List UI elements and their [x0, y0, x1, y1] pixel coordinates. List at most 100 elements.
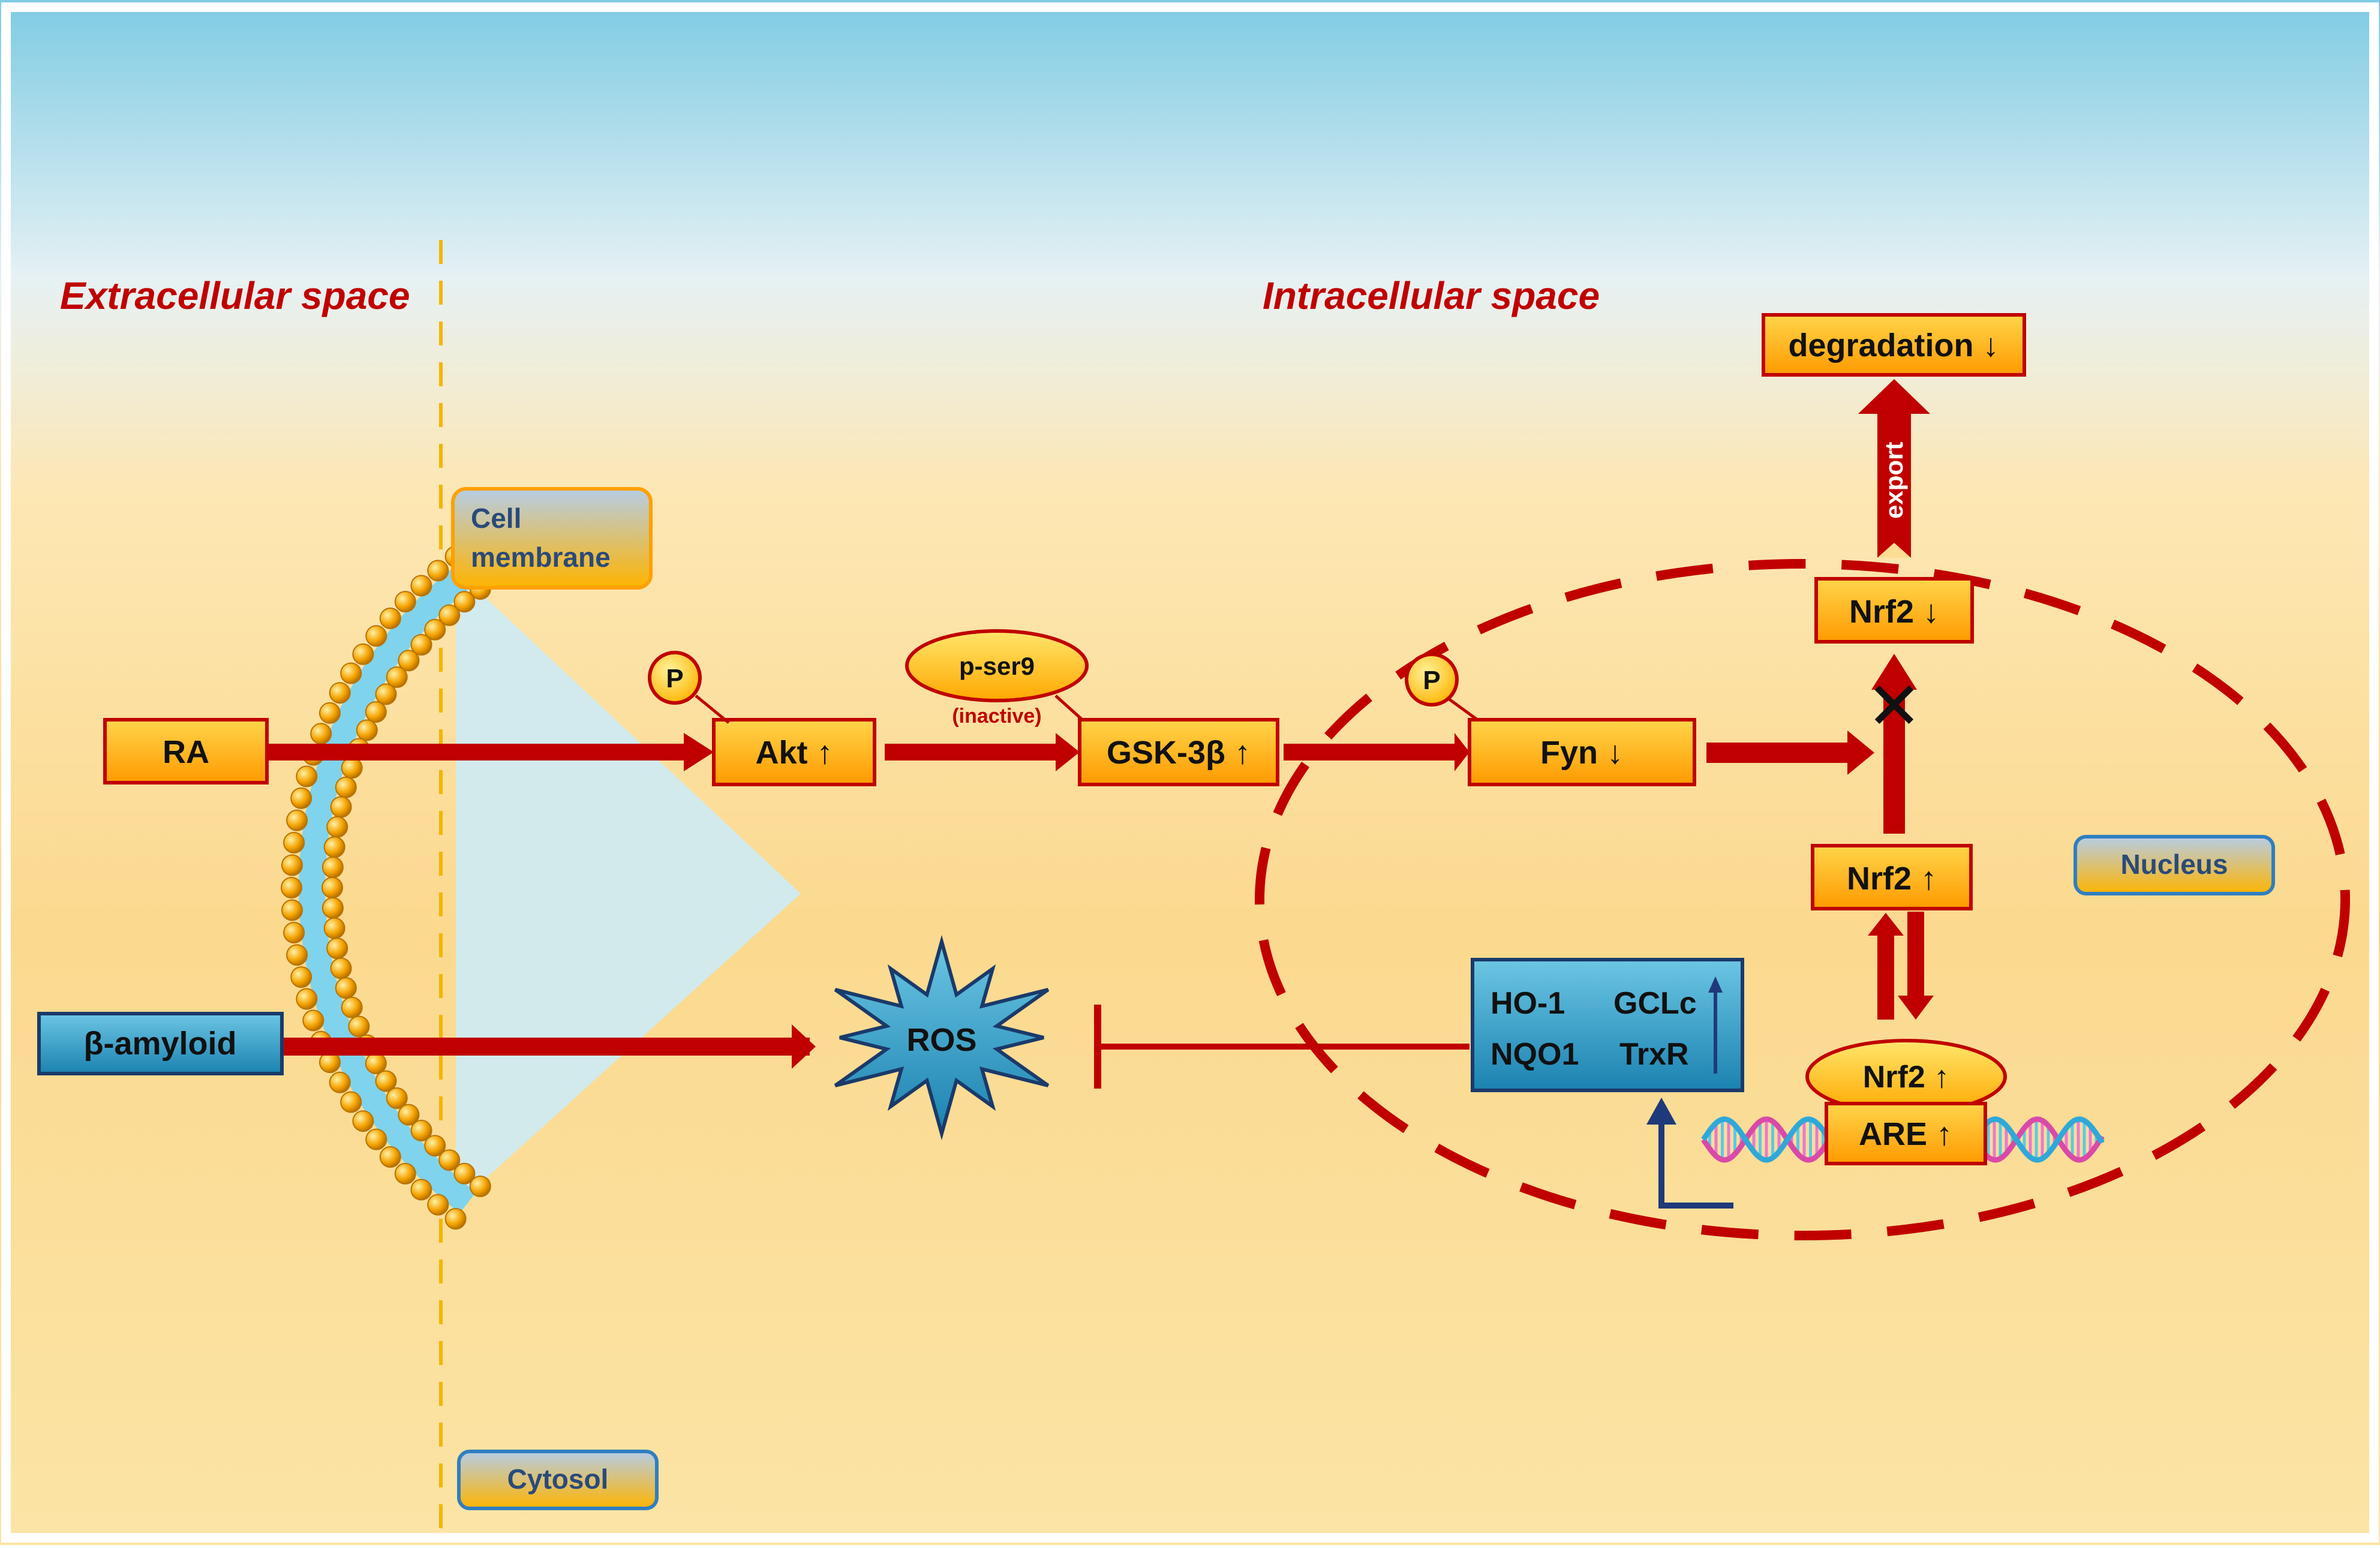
dna-helix	[1701, 1116, 2105, 1163]
lipid-head-inner	[365, 701, 387, 723]
lipid-head-outer	[379, 608, 401, 629]
lipid-head-outer	[427, 560, 449, 582]
node-beta-amyloid	[37, 1012, 284, 1075]
node-are	[1825, 1102, 1987, 1165]
lipid-head-inner	[341, 996, 363, 1018]
arrow-fyn-nrf2-head	[1847, 731, 1874, 775]
node-nrf2-bound-label: Nrf2 ↑	[1863, 1060, 1949, 1095]
node-akt	[712, 718, 876, 786]
lipid-head-outer	[286, 809, 308, 831]
cell-membrane-label-1: Cell	[471, 503, 521, 534]
cell-membrane-tag	[451, 487, 653, 590]
arrow-up-to-nrf2-shaft	[1877, 936, 1894, 1020]
lipid-head-outer	[296, 765, 318, 787]
node-degradation	[1762, 313, 2026, 377]
node-fyn	[1468, 718, 1696, 786]
arrow-nrf2-up-shaft	[1883, 690, 1905, 834]
lipid-head-outer	[283, 922, 305, 943]
lipid-head-outer	[310, 723, 332, 745]
node-ros-star	[834, 934, 1050, 1141]
arrow-nrf2-up-head	[1871, 654, 1917, 690]
arrow-ra-akt-shaft	[267, 744, 687, 761]
node-ros-label: ROS	[906, 1022, 976, 1058]
arrow-down-to-are-shaft	[1907, 912, 1924, 996]
block-x-mark: ✕	[1867, 669, 1922, 743]
lipid-head-outer	[281, 854, 303, 876]
dna-strand-a	[1701, 1116, 1832, 1163]
lipid-head-outer	[352, 1110, 374, 1132]
node-are-label: ARE ↑	[1859, 1116, 1952, 1152]
lipid-head-inner	[453, 1162, 476, 1185]
nucleus-tag	[2074, 835, 2275, 895]
membrane-tail-band	[298, 562, 476, 1213]
lipid-head-inner	[438, 604, 461, 626]
lipid-head-outer	[365, 1128, 387, 1150]
lipid-head-outer	[444, 1208, 467, 1230]
lipid-head-outer	[410, 1179, 432, 1201]
lipid-head-inner	[321, 897, 344, 919]
lipid-head-inner	[341, 757, 363, 779]
arrow-down-to-are-head	[1898, 996, 1934, 1020]
node-nrf2-up-label: Nrf2 ↑	[1847, 861, 1937, 897]
node-nrf2-down-label: Nrf2 ↓	[1849, 594, 1939, 630]
lipid-head-inner	[323, 836, 345, 858]
node-degradation-label: degradation ↓	[1788, 327, 1999, 363]
cell-membrane-label-2: membrane	[471, 542, 611, 573]
lipid-head-outer	[379, 1146, 401, 1168]
gene-nqo1: NQO1	[1490, 1037, 1579, 1072]
cell-membrane-bilayer	[281, 545, 491, 1230]
lipid-head-inner	[424, 618, 446, 641]
phospho-p1-label: P	[666, 664, 683, 693]
node-beta-amyloid-label: β-amyloid	[84, 1026, 237, 1062]
gene-gclc: GCLc	[1613, 986, 1697, 1021]
lipid-head-outer	[365, 625, 387, 647]
arrow-fyn-nrf2-shaft	[1706, 743, 1850, 763]
lipid-head-outer	[319, 702, 341, 724]
node-gsk3b-label: GSK-3β ↑	[1107, 735, 1251, 771]
arrow-amyloid-ros-shaft	[282, 1038, 810, 1056]
node-gsk3b	[1078, 718, 1279, 786]
lipid-head-inner	[469, 1176, 491, 1197]
lipid-head-outer	[329, 1071, 351, 1093]
arrow-ra-akt-head	[684, 733, 714, 771]
export-arrow-shaft	[1877, 414, 1911, 558]
genes-up-arrow-head	[1708, 976, 1723, 993]
p-ser9-label: p-ser9	[959, 652, 1035, 680]
lipid-head-inner	[386, 666, 408, 688]
lipid-head-outer	[340, 1091, 362, 1113]
lipid-head-inner	[375, 1070, 397, 1092]
arrow-amyloid-ros-head	[792, 1024, 816, 1069]
cytosol-label: Cytosol	[507, 1463, 609, 1495]
lipid-head-inner	[321, 856, 344, 879]
phospho-p2-label: P	[1423, 666, 1440, 695]
lipid-head-outer	[281, 877, 302, 898]
antioxidant-genes-box	[1471, 958, 1744, 1092]
export-label: export	[1880, 442, 1908, 519]
lipid-head-inner	[348, 1015, 370, 1038]
dna-strand-a	[1980, 1116, 2105, 1163]
lipid-head-outer	[340, 662, 362, 684]
lipid-head-outer	[394, 1162, 416, 1185]
lipid-head-outer	[410, 575, 432, 597]
extracellular-label: Extracellular space	[60, 274, 410, 317]
node-nrf2-down	[1814, 577, 1974, 644]
dna-strand-b	[1980, 1116, 2105, 1163]
export-arrow-head	[1858, 379, 1930, 414]
lipid-head-inner	[410, 1120, 432, 1141]
cytosol-tag	[457, 1450, 659, 1510]
arrow-gsk-fyn-head	[1455, 733, 1470, 771]
lipid-head-inner	[326, 816, 348, 838]
lipid-head-inner	[365, 1053, 387, 1074]
node-ra-label: RA	[163, 734, 209, 770]
nucleus-label: Nucleus	[2121, 849, 2228, 880]
lipid-head-inner	[424, 1135, 446, 1157]
lipid-head-outer	[283, 832, 305, 853]
arrow-gsk-fyn-shaft	[1284, 744, 1458, 761]
lipid-head-outer	[427, 1194, 449, 1216]
lipid-head-inner	[375, 683, 397, 705]
phospho-p1	[648, 651, 702, 705]
gene-expression-arrow-head	[1646, 1098, 1676, 1125]
